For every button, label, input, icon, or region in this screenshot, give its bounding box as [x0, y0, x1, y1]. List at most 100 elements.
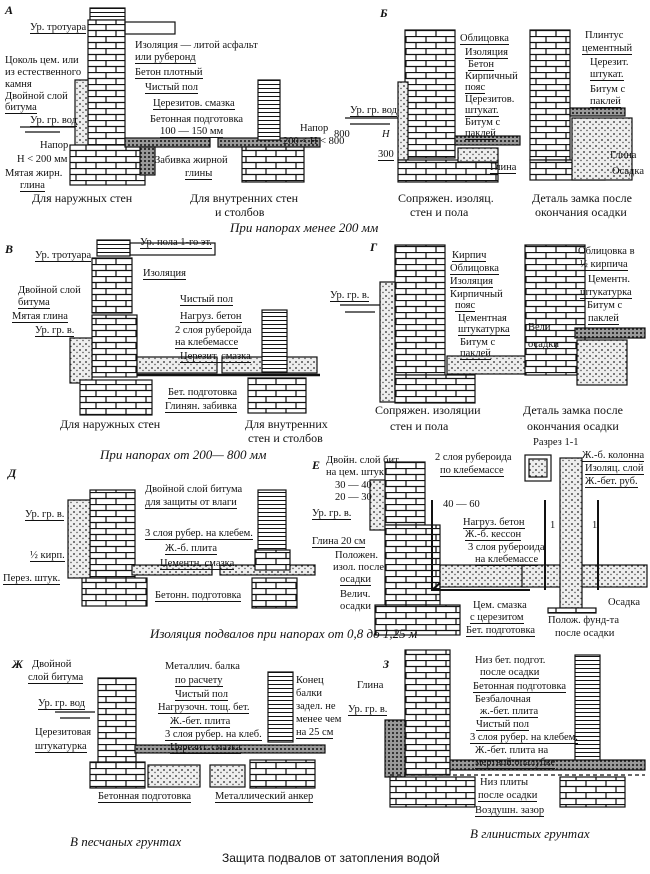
label-pressure-inner: Напор: [300, 123, 329, 134]
label-double-bitumen: Двойной: [32, 659, 72, 670]
label-groundwater: Ур. гр. в.: [348, 704, 388, 716]
label-bitumen-2: паклей: [588, 313, 619, 325]
label-concrete-base: Бетонная подготовка: [473, 681, 567, 693]
label-rc-slab-formwork-2: мертвой опалубке: [475, 757, 556, 769]
label-insulation-position-3: осадки: [340, 574, 372, 586]
label-beam-end-2: балки: [296, 688, 323, 699]
label-cement-plaster: Цементная: [458, 313, 507, 324]
label-bitumen-tow: Битум с: [465, 117, 501, 128]
label-bitumen-2: битума: [18, 297, 50, 309]
label-insulation-2: или руберонд: [135, 52, 196, 64]
label-beamless-slab-2: ж.-бет. плита: [480, 706, 539, 718]
label-bitumen: Битум с: [590, 84, 626, 95]
label-clean-floor: Чистый пол: [180, 294, 233, 306]
label-rc-jacket: Ж.-бет. руб.: [585, 476, 638, 488]
label-rc-slab: Ж.-бет. плита: [170, 716, 231, 728]
label-ceresite-plaster: Перез. штук.: [3, 573, 61, 585]
label-beam-end: Конец: [296, 675, 324, 686]
label-brick-belt-2: пояс: [465, 82, 486, 94]
label-foundation-position-2: после осадки: [555, 628, 615, 639]
label-bitumen: Двойной слой: [5, 91, 68, 102]
label-800: 800: [334, 129, 350, 140]
panel-b-drawing: [345, 29, 633, 183]
label-rc-column: Ж.-б. колонна: [582, 450, 645, 462]
label-groundwater: Ур. гр. в.: [25, 509, 65, 521]
label-plinth-cement: Плинтус: [585, 30, 624, 41]
label-ceresite-2: штукат.: [590, 69, 624, 81]
caption-lock-detail-2: окончания осадки: [535, 205, 627, 219]
label-ruberoid-3: 3 слоя рубер. на клеб.: [165, 729, 262, 741]
label-groundwater: Ур. гр. вод: [350, 105, 397, 117]
panel-zh-letter: Ж: [12, 657, 24, 671]
label-load-concrete: Нагруз. бетон: [463, 517, 525, 529]
panel-e-drawing: [369, 454, 648, 636]
section-title-mid-pressure: При напорах от 200— 800 мм: [100, 447, 267, 462]
label-clay-20: Глина 20 см: [312, 536, 366, 548]
label-metal-beam: Металлич. балка: [165, 661, 240, 672]
label-brick-belt-2: пояс: [455, 300, 476, 312]
section-title-clay: В глинистых грунтах: [470, 826, 590, 841]
label-clay-packing: Глинян. забивка: [165, 401, 237, 413]
label-slab-bottom: Низ плиты: [480, 777, 529, 788]
label-pressure-inner-value: 200 < H < 800: [283, 136, 345, 147]
label-ruberoid: 2 слоя руберойда: [175, 325, 252, 336]
label-groundwater: Ур. гр. в.: [330, 290, 370, 302]
caption-junction: Сопряжен. изоляции: [375, 403, 481, 417]
label-brick-belt: Кирпичный: [450, 289, 503, 300]
label-insulation-position-2: изол. после: [333, 562, 384, 573]
label-ruberoid-3: 3 слоя рубероида: [468, 542, 545, 553]
caption-outer-walls: Для наружных стен: [60, 417, 161, 431]
label-ruberoid-3b: на клебемассе: [475, 554, 539, 566]
label-40-60: 40 — 60: [443, 499, 480, 510]
label-clay-detail: Глина: [610, 150, 637, 161]
label-brick-belt: Кирпичный: [465, 71, 518, 82]
label-double-bitumen-2: для защиты от влаги: [145, 497, 237, 509]
label-half-brick-facing: Облицовка в: [578, 246, 635, 257]
label-half-brick: ½ кирп.: [30, 550, 65, 562]
caption-inner-walls: Для внутренних: [245, 417, 328, 431]
label-foundation-position: Полож. фунд-та: [548, 615, 620, 626]
caption-lock-detail: Деталь замка после: [532, 191, 632, 205]
label-ceresite-plaster-2: штукатурка: [35, 741, 87, 753]
panel-e-letter: Е: [312, 458, 321, 472]
label-clay: Глина: [490, 162, 517, 174]
label-air-gap: Воздушн. зазор: [475, 805, 545, 817]
label-insulation-layer: Изоляц. слой: [585, 463, 644, 475]
panel-g-drawing: [340, 244, 646, 404]
label-double-bitumen: Двойн. слой бит.: [326, 455, 401, 466]
caption-inner-walls: Для внутренних стен: [190, 191, 299, 205]
label-half-brick-facing-2: ½ кирпича: [580, 259, 628, 271]
caption-junction-2: стен и пола: [390, 419, 449, 433]
label-sidewalk-level: Ур. тротуара: [30, 22, 87, 34]
caption-junction: Сопряжен. изоляц.: [398, 191, 494, 205]
label-plinth-3: камня: [5, 79, 32, 90]
label-clay: Мятая жирн.: [5, 168, 63, 179]
label-rc-caisson: Ж.-б. кессон: [465, 529, 522, 541]
label-clay-packing-2: глины: [185, 168, 213, 180]
label-dense-concrete: Бетон плотный: [135, 67, 203, 79]
label-ceresite-plaster: Церезитов.: [465, 94, 515, 105]
panel-g-letter: Г: [370, 240, 378, 254]
label-ruberoid-2: на клебемассе: [175, 337, 239, 349]
label-ceresite-coat: Церезит. смазка: [170, 742, 241, 754]
label-bitumen: Битум с: [587, 300, 623, 311]
label-settlement-size-2: осадки: [340, 601, 372, 612]
label-facing: Облицовка: [450, 263, 499, 275]
label-concrete: Бетон: [468, 59, 495, 71]
section-title-sandy: В песчаных грунтах: [70, 834, 182, 849]
label-h: H: [382, 129, 390, 140]
label-insulation-position: Положен.: [335, 550, 378, 561]
panel-zh-drawing: [55, 671, 326, 789]
label-section-1-1: Разрез 1-1: [533, 437, 579, 448]
label-cement-plaster: Цементн.: [588, 274, 630, 285]
label-bitumen-tow: Битум с: [460, 337, 496, 348]
label-settlement: Осадка: [608, 597, 640, 608]
panel-z-letter: З: [383, 657, 390, 671]
label-clean-floor: Чистый пол: [145, 82, 198, 94]
label-groundwater: Ур. гр. вод: [30, 115, 77, 127]
label-pressure: Напор: [40, 140, 69, 151]
label-ceresite: Церезит. смазка: [180, 351, 251, 363]
panel-b-letter: Б: [380, 6, 388, 20]
label-cement-coat-2: с церезитом: [470, 612, 524, 624]
